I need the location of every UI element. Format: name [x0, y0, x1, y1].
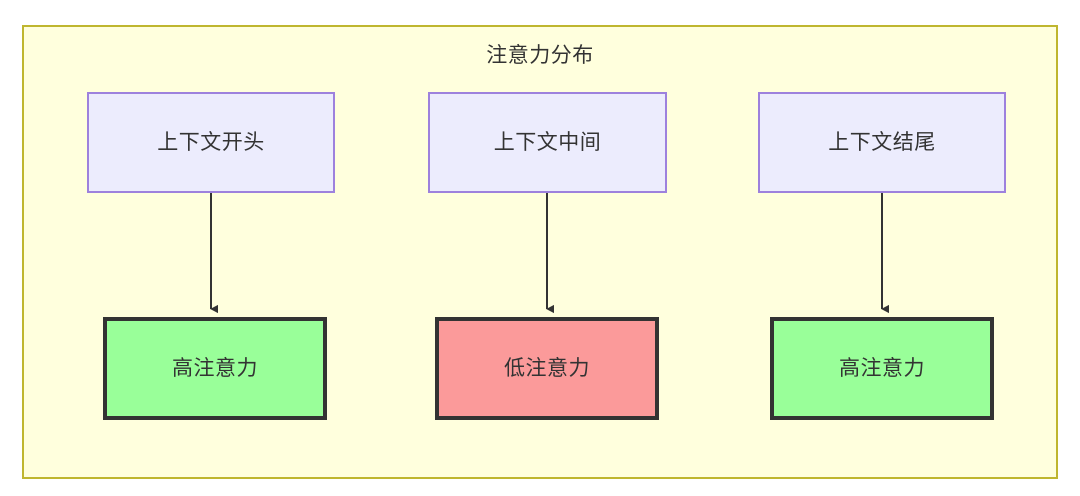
- node-ctx-middle-label: 上下文中间: [493, 130, 602, 154]
- node-ctx-start[interactable]: 上下文开头: [87, 92, 335, 193]
- node-ctx-end-label: 上下文结尾: [828, 130, 936, 154]
- node-attn-high-start[interactable]: 高注意力: [103, 317, 327, 420]
- node-attn-high-end-label: 高注意力: [839, 356, 925, 380]
- node-ctx-middle[interactable]: 上下文中间: [428, 92, 667, 193]
- node-ctx-end[interactable]: 上下文结尾: [758, 92, 1006, 193]
- node-attn-low-middle-label: 低注意力: [504, 356, 590, 380]
- node-attn-high-end[interactable]: 高注意力: [770, 317, 994, 420]
- node-attn-low-middle[interactable]: 低注意力: [435, 317, 659, 420]
- diagram-title: 注意力分布: [486, 44, 594, 67]
- node-attn-high-start-label: 高注意力: [172, 356, 258, 380]
- node-ctx-start-label: 上下文开头: [157, 130, 265, 154]
